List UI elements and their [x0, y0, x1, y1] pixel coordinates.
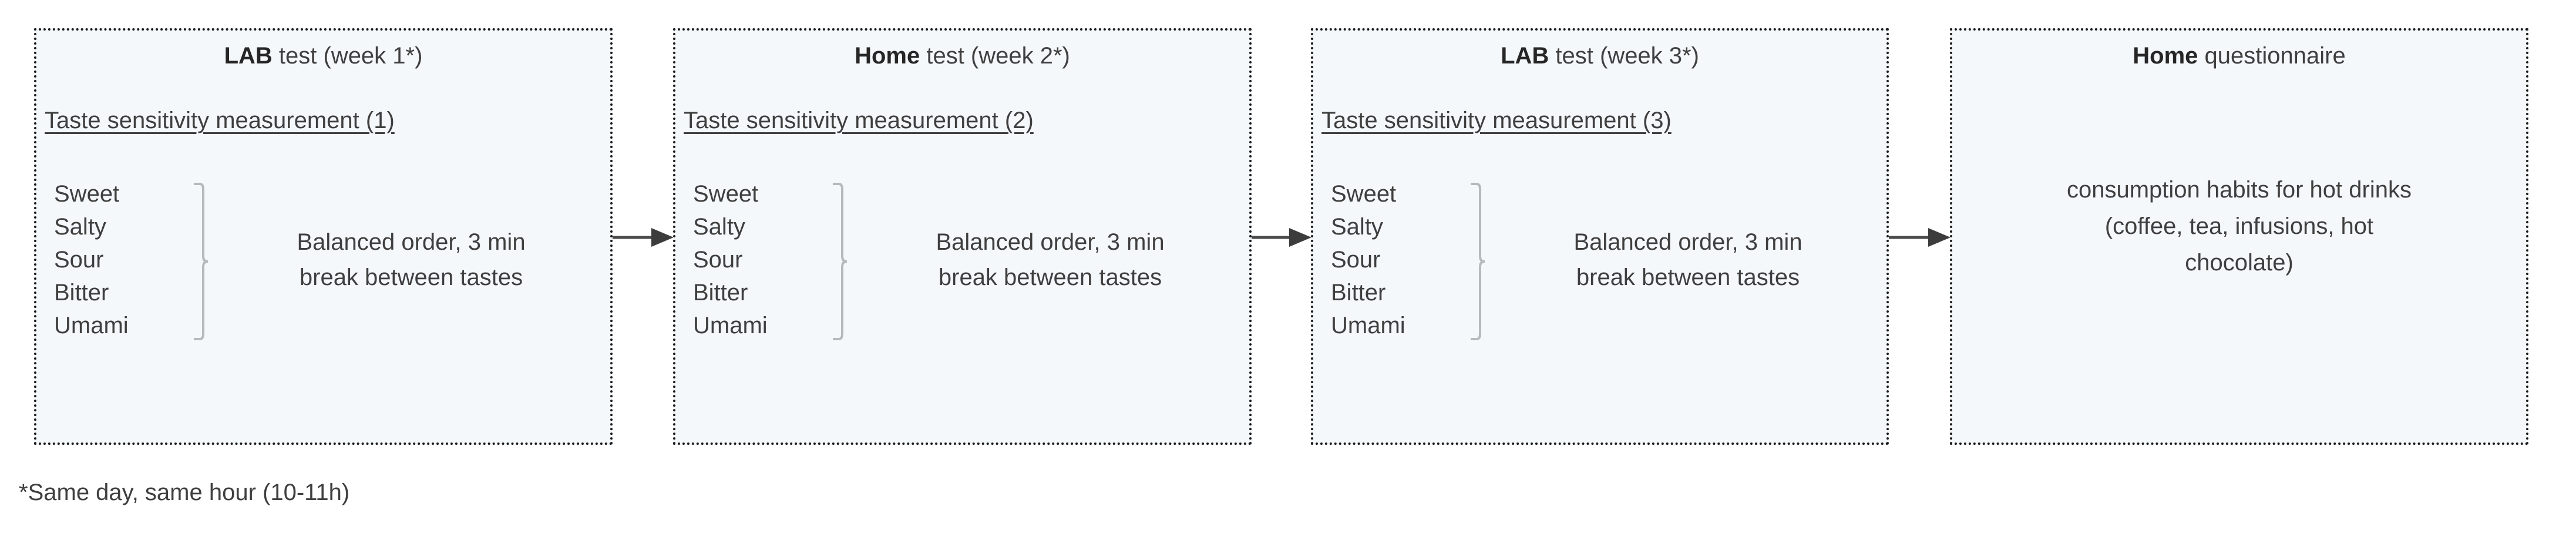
taste-measurement-group: Sweet Salty Sour Bitter Umami Balanced o… — [47, 177, 605, 413]
questionnaire-body: consumption habits for hot drinks (coffe… — [1966, 172, 2512, 281]
taste-list-item: Bitter — [54, 280, 109, 306]
box-title-emphasis: Home — [2133, 43, 2198, 69]
taste-procedure-note: Balanced order, 3 min break between tast… — [862, 224, 1238, 295]
arrow-box3-to-box4-icon — [1889, 227, 1951, 248]
box-title: Home questionnaire — [1952, 41, 2526, 71]
taste-procedure-note-line: break between tastes — [938, 264, 1162, 290]
taste-procedure-note: Balanced order, 3 min break between tast… — [223, 224, 599, 295]
questionnaire-body-line: (coffee, tea, infusions, hot — [2104, 213, 2374, 239]
arrow-box1-to-box2-icon — [613, 227, 674, 248]
arrow-box2-to-box3-icon — [1252, 227, 1311, 248]
curly-brace-icon — [1471, 182, 1491, 341]
taste-procedure-note-line: Balanced order, 3 min — [1573, 229, 1802, 255]
taste-procedure-note: Balanced order, 3 min break between tast… — [1500, 224, 1876, 295]
footnote: *Same day, same hour (10-11h) — [19, 480, 350, 505]
stage-box-lab-test-week-1: LAB test (week 1*) Taste sensitivity mea… — [34, 28, 613, 445]
taste-list-item: Bitter — [1331, 280, 1386, 306]
taste-list-item: Sour — [54, 247, 104, 273]
taste-list-item: Salty — [693, 214, 745, 240]
curly-brace-icon — [194, 182, 214, 341]
taste-list-item: Umami — [693, 313, 768, 338]
taste-procedure-note-line: break between tastes — [1576, 264, 1800, 290]
box-title-rest: test (week 1*) — [272, 43, 423, 69]
taste-list: Sweet Salty Sour Bitter Umami — [54, 177, 195, 342]
taste-procedure-note-line: break between tastes — [299, 264, 523, 290]
taste-list-item: Sweet — [54, 181, 120, 207]
box-title: Home test (week 2*) — [675, 41, 1249, 71]
box-subtitle: Taste sensitivity measurement (2) — [684, 108, 1034, 133]
taste-list-item: Bitter — [693, 280, 748, 306]
stage-box-home-test-week-2: Home test (week 2*) Taste sensitivity me… — [673, 28, 1252, 445]
box-title-emphasis: Home — [855, 43, 920, 69]
box-subtitle: Taste sensitivity measurement (3) — [1321, 108, 1672, 133]
taste-list: Sweet Salty Sour Bitter Umami — [693, 177, 834, 342]
stage-box-lab-test-week-3: LAB test (week 3*) Taste sensitivity mea… — [1311, 28, 1889, 445]
taste-list-item: Sweet — [693, 181, 759, 207]
taste-measurement-group: Sweet Salty Sour Bitter Umami Balanced o… — [1324, 177, 1882, 413]
taste-list-item: Salty — [54, 214, 106, 240]
taste-list-item: Umami — [54, 313, 129, 338]
taste-list-item: Salty — [1331, 214, 1383, 240]
box-subtitle: Taste sensitivity measurement (1) — [45, 108, 395, 133]
taste-list: Sweet Salty Sour Bitter Umami — [1331, 177, 1472, 342]
box-title-emphasis: LAB — [1501, 43, 1549, 69]
taste-list-item: Sweet — [1331, 181, 1397, 207]
taste-list-item: Sour — [1331, 247, 1381, 273]
box-title-emphasis: LAB — [224, 43, 273, 69]
taste-list-item: Sour — [693, 247, 743, 273]
taste-list-item: Umami — [1331, 313, 1405, 338]
box-title-rest: test (week 3*) — [1549, 43, 1699, 69]
questionnaire-body-line: chocolate) — [2185, 250, 2293, 276]
stage-box-home-questionnaire: Home questionnaire consumption habits fo… — [1950, 28, 2528, 445]
box-title: LAB test (week 3*) — [1313, 41, 1886, 71]
taste-procedure-note-line: Balanced order, 3 min — [297, 229, 526, 255]
box-title-rest: test (week 2*) — [920, 43, 1070, 69]
taste-procedure-note-line: Balanced order, 3 min — [936, 229, 1165, 255]
box-title-rest: questionnaire — [2198, 43, 2346, 69]
taste-measurement-group: Sweet Salty Sour Bitter Umami Balanced o… — [686, 177, 1244, 413]
box-title: LAB test (week 1*) — [36, 41, 610, 71]
curly-brace-icon — [833, 182, 853, 341]
questionnaire-body-line: consumption habits for hot drinks — [2067, 177, 2412, 203]
